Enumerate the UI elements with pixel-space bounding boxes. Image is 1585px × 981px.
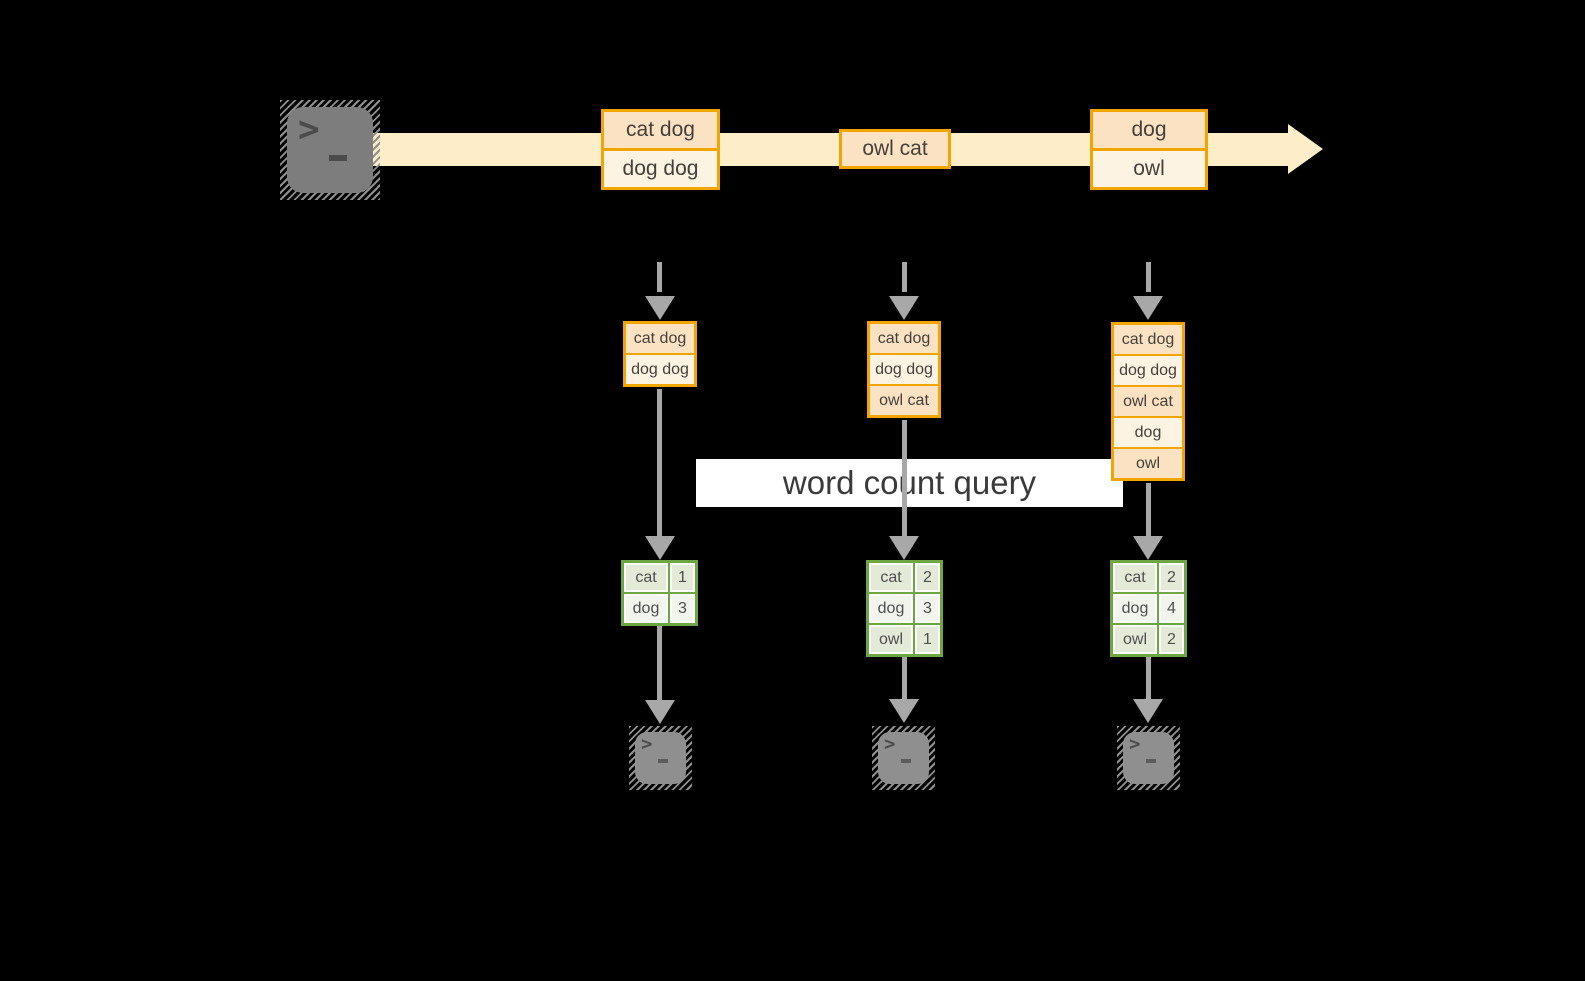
dashed-arrow-stem — [1146, 262, 1151, 292]
prompt-icon: > — [641, 733, 653, 755]
stream-record-2: owl cat — [839, 129, 951, 169]
count-word: dog — [869, 594, 913, 623]
arrow-stem — [902, 657, 907, 699]
state-stack-3: cat dog dog dog owl cat dog owl — [1111, 322, 1185, 481]
terminal-body: > — [878, 732, 929, 784]
count-word: cat — [869, 563, 913, 592]
state-row: dog — [1114, 416, 1182, 447]
arrow-down-icon — [645, 296, 675, 320]
count-value: 1 — [915, 625, 940, 654]
record-line: dog — [1093, 112, 1205, 148]
arrow-down-icon — [889, 536, 919, 560]
stream-record-1: cat dog dog dog — [601, 109, 720, 190]
arrow-stem — [657, 626, 662, 700]
query-label: word count query — [696, 459, 1123, 507]
cursor-icon — [1146, 759, 1156, 763]
arrow-down-icon — [645, 536, 675, 560]
count-value: 2 — [915, 563, 940, 592]
record-line: owl cat — [842, 132, 948, 166]
count-value: 4 — [1159, 594, 1184, 623]
arrow-stem — [657, 389, 662, 536]
record-line: owl — [1093, 148, 1205, 187]
state-row: dog dog — [870, 353, 938, 384]
state-row: cat dog — [1114, 325, 1182, 354]
count-value: 2 — [1159, 625, 1184, 654]
record-line: dog dog — [604, 148, 717, 187]
count-table-2: cat 2 dog 3 owl 1 — [866, 560, 943, 657]
state-row: dog dog — [626, 353, 694, 384]
state-row: cat dog — [870, 324, 938, 353]
arrow-down-icon — [1133, 296, 1163, 320]
arrow-stem — [1146, 657, 1151, 699]
arrow-down-icon — [889, 296, 919, 320]
arrow-stem — [1146, 483, 1151, 536]
state-row: dog dog — [1114, 354, 1182, 385]
record-line: cat dog — [604, 112, 717, 148]
count-word: cat — [624, 563, 668, 592]
count-value: 1 — [670, 563, 695, 592]
state-row: owl cat — [870, 384, 938, 415]
sink-terminal-icon: > — [872, 726, 935, 790]
cursor-icon — [658, 759, 668, 763]
count-table-3: cat 2 dog 4 owl 2 — [1110, 560, 1187, 657]
arrow-down-icon — [1133, 536, 1163, 560]
count-value: 3 — [670, 594, 695, 623]
count-value: 2 — [1159, 563, 1184, 592]
sink-terminal-icon: > — [1117, 726, 1180, 790]
cursor-icon — [901, 759, 911, 763]
count-word: cat — [1113, 563, 1157, 592]
prompt-icon: > — [298, 109, 320, 150]
cursor-icon — [329, 155, 347, 161]
prompt-icon: > — [1129, 733, 1141, 755]
terminal-body: > — [287, 107, 373, 193]
stream-record-3: dog owl — [1090, 109, 1208, 190]
state-row: owl cat — [1114, 385, 1182, 416]
count-word: dog — [624, 594, 668, 623]
arrow-down-icon — [645, 700, 675, 724]
count-word: owl — [869, 625, 913, 654]
dashed-arrow-stem — [657, 262, 662, 292]
prompt-icon: > — [884, 733, 896, 755]
state-stack-2: cat dog dog dog owl cat — [867, 321, 941, 418]
state-stack-1: cat dog dog dog — [623, 321, 697, 387]
sink-terminal-icon: > — [629, 726, 692, 790]
state-row: owl — [1114, 447, 1182, 478]
count-value: 3 — [915, 594, 940, 623]
arrow-stem — [902, 420, 907, 536]
count-word: owl — [1113, 625, 1157, 654]
count-word: dog — [1113, 594, 1157, 623]
terminal-body: > — [1123, 732, 1174, 784]
arrow-down-icon — [1133, 699, 1163, 723]
dashed-arrow-stem — [902, 262, 907, 292]
state-row: cat dog — [626, 324, 694, 353]
terminal-body: > — [635, 732, 686, 784]
source-terminal-icon: > — [280, 100, 380, 200]
count-table-1: cat 1 dog 3 — [621, 560, 698, 626]
arrow-down-icon — [889, 699, 919, 723]
stream-arrowhead-icon — [1288, 124, 1323, 174]
